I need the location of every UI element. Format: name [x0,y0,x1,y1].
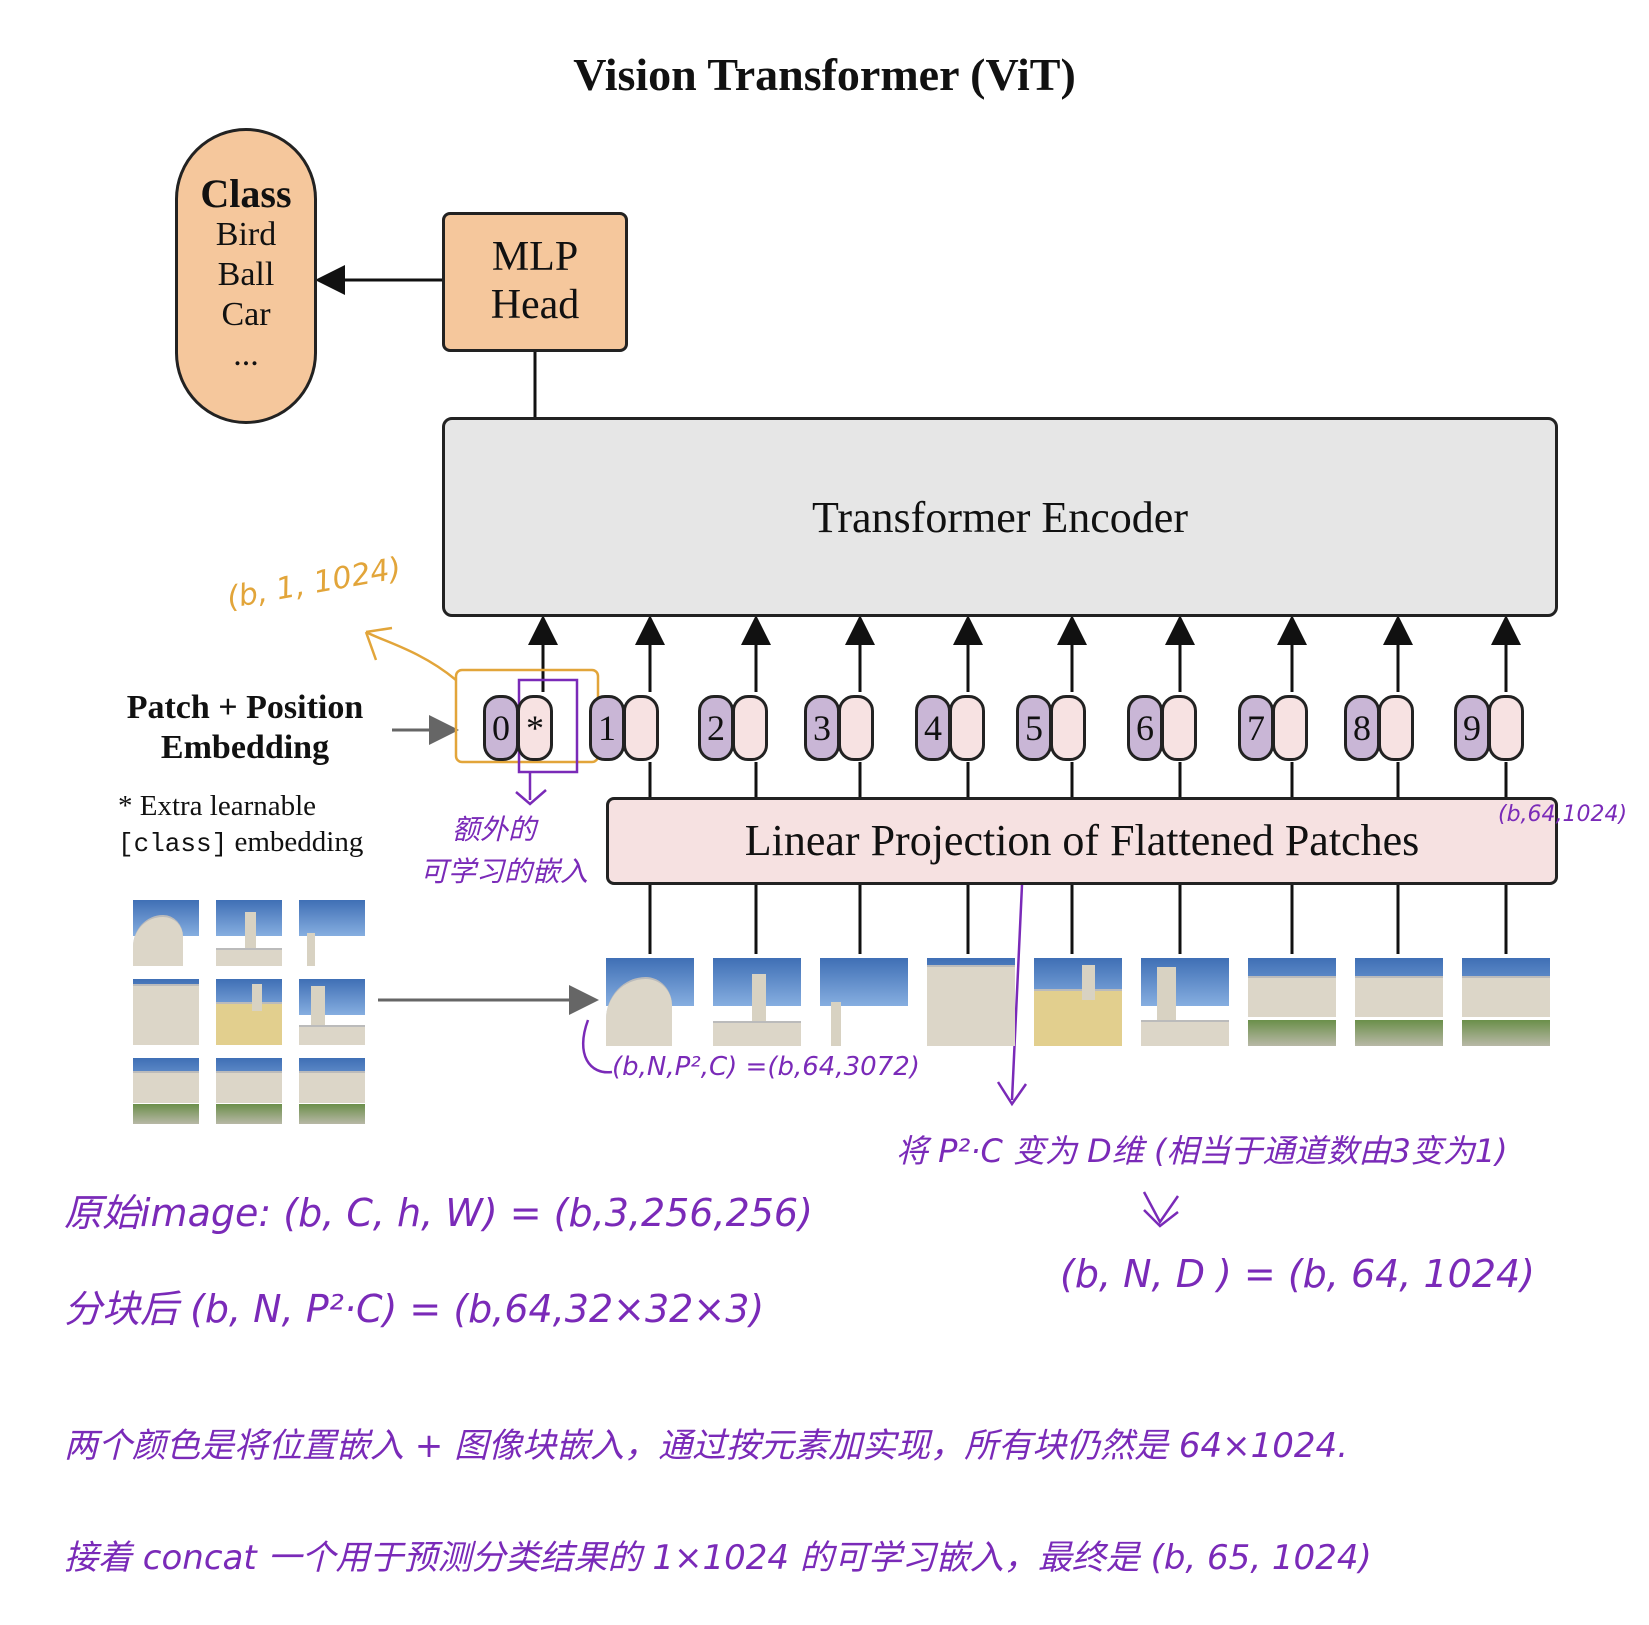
token-index: 0 [483,695,519,761]
token-index: 5 [1016,695,1052,761]
patch-curve-arrow [582,1019,613,1074]
flattened-patch-image [927,958,1015,1046]
extra-note-line1: * Extra learnable [118,790,317,822]
proj-down-arrow [996,884,1028,1107]
token-index: 6 [1127,695,1163,761]
flattened-patch-image [606,958,694,1046]
patch-embedding-token [1050,695,1086,761]
grid-patch-image [299,1058,365,1124]
mlp-head-line1: MLP [491,234,579,280]
token-index: 7 [1238,695,1274,761]
grid-patch-image [299,900,365,966]
orig-image-annotation: 原始image: (b, C, h, W) = (b,3,256,256) [64,1191,813,1235]
extra-note-line2: [class] embedding [118,824,363,862]
patch-embedding-token [1488,695,1524,761]
flattened-patch-image [1141,958,1229,1046]
patch-embedding-token [1378,695,1414,761]
grid-patch-image [133,900,199,966]
class-item: Car [221,296,271,333]
patch-embedding-token [949,695,985,761]
extra-note-rest: embedding [227,826,364,858]
patch-embedding-token [623,695,659,761]
grid-patch-image [299,979,365,1045]
proj-shape-annotation: (b,64,1024) [1498,802,1628,827]
flattened-patch-image [1355,958,1443,1046]
result-arrow [1142,1191,1180,1228]
token-index: 2 [698,695,734,761]
flattened-patch-image [820,958,908,1046]
class-item: Ball [217,256,275,293]
class-token-code: [class] [118,829,228,859]
proj-result-annotation: (b, N, D ) = (b, 64, 1024) [1060,1252,1535,1296]
embedding-label: Patch + Position Embedding [100,688,390,768]
token-index: 1 [589,695,625,761]
token-index: 9 [1454,695,1490,761]
grid-patch-image [133,1058,199,1124]
class-heading: Class [200,171,292,216]
embedding-label-line1: Patch + Position [126,689,364,726]
after-split-annotation: 分块后 (b, N, P²·C) = (b,64,32×32×3) [64,1287,765,1331]
token-index: 8 [1344,695,1380,761]
transformer-encoder-box: Transformer Encoder [442,417,1558,617]
proj-note-annotation: 将 P²·C 变为 D维 (相当于通道数由3变为1) [896,1132,1508,1170]
cls-note-line2: 可学习的嵌入 [420,855,589,888]
linear-projection-box: Linear Projection of Flattened Patches [606,797,1558,885]
cls-purple-arrow [515,772,547,806]
patch-shape-annotation: (b,N,P²,C) =(b,64,3072) [612,1052,920,1082]
flattened-patch-image [713,958,801,1046]
token-index: 4 [915,695,951,761]
grid-patch-image [216,900,282,966]
flattened-patch-image [1034,958,1122,1046]
encoder-label: Transformer Encoder [812,493,1188,542]
grid-patch-image [133,979,199,1045]
cls-token: * [517,695,553,761]
token-index: 3 [804,695,840,761]
class-item: Bird [215,216,277,253]
concat-note-annotation: 接着 concat 一个用于预测分类结果的 1×1024 的可学习嵌入，最终是 … [64,1538,1372,1578]
linear-projection-label: Linear Projection of Flattened Patches [744,816,1420,865]
patch-embedding-token [1161,695,1197,761]
cls-note-line1: 额外的 [452,813,537,846]
cls-orange-arrow [364,626,457,681]
class-item: ... [233,336,259,373]
class-output-box: Class Bird Ball Car ... [175,128,317,424]
patch-embedding-token [732,695,768,761]
flattened-patch-image [1248,958,1336,1046]
grid-patch-image [216,979,282,1045]
embedding-label-line2: Embedding [160,729,330,766]
mlp-head-line2: Head [490,282,580,328]
extra-embedding-note: * Extra learnable [class] embedding [118,788,363,862]
mlp-head-box: MLP Head [442,212,628,352]
grid-patch-image [216,1058,282,1124]
diagram-title: Vision Transformer (ViT) [573,49,1076,100]
sum-note-annotation: 两个颜色是将位置嵌入 + 图像块嵌入，通过按元素加实现，所有块仍然是 64×10… [64,1426,1348,1466]
patch-embedding-token [1272,695,1308,761]
patch-embedding-token [838,695,874,761]
flattened-patch-image [1462,958,1550,1046]
